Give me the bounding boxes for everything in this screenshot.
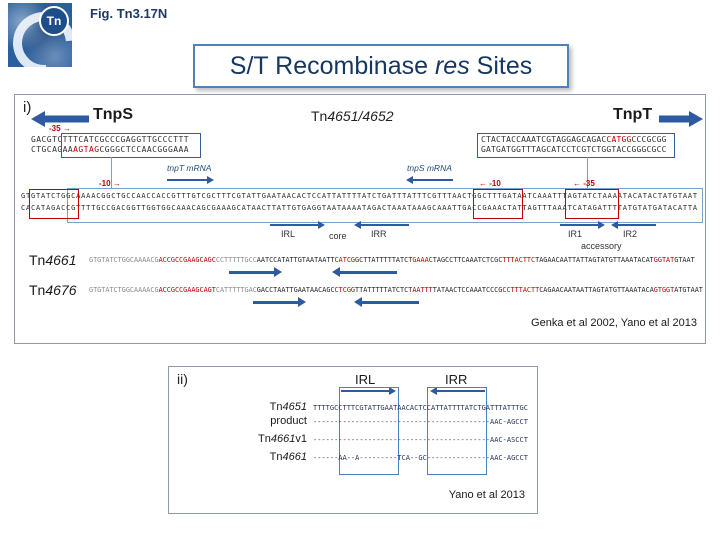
tn4661-seq: GTGTATCTGGCAAAACGACCGCCGAAGCAGCCCTTTTTGC… xyxy=(89,256,695,264)
irr-label: IRR xyxy=(371,229,387,239)
fig-label: Fig. Tn3.17N xyxy=(90,6,168,21)
minus10-right-label: ← -10 xyxy=(479,179,501,188)
irl-arrow-icon xyxy=(270,220,325,229)
minus35-right-label: ← -35 xyxy=(573,179,595,188)
panel-ii-irl-arrow-icon xyxy=(341,386,396,395)
tnps-mrna-arrow-icon xyxy=(406,175,453,184)
left-promoter-outline-box xyxy=(61,133,201,158)
redbox-minus10-right xyxy=(473,189,523,219)
tn4661-right-arrow-icon xyxy=(332,267,397,277)
right-promoter-outline-box xyxy=(477,133,675,158)
slide-title-box: S/T Recombinase res Sites xyxy=(193,44,569,88)
aln-seq-tn4661v1: ----------------------------------------… xyxy=(313,436,528,444)
main-seq-line1: GTGTATCTGGCAAAACGGCTGCCAACCACCGTTTGTCGCT… xyxy=(21,192,698,200)
panel-i-label: i) xyxy=(23,99,32,116)
logo-text: Tn xyxy=(46,14,62,28)
left-promoter-seq-line2: CTGCAGAAAGTAGCGGGCTCCAACGGGAAA xyxy=(31,145,190,154)
aln-name-tn4661v1: Tn4661v1 xyxy=(258,433,307,445)
right-promoter-seq-line1: CTACTACCAAATCGTAGGAGCAGACCATGGCCCGCGG xyxy=(481,135,667,144)
tn4661-name: Tn4661 xyxy=(29,252,77,268)
irl-label: IRL xyxy=(281,229,296,239)
aln-seq-product: ----------------------------------------… xyxy=(313,418,528,426)
aln-seq-tn4651: TTTTGCCTTTCGTATTGAATAACACTCCATTATTTTATCT… xyxy=(313,404,528,412)
tnpt-mrna-arrow-icon xyxy=(167,175,214,184)
aln-name-tn4651: Tn4651 xyxy=(269,401,307,413)
tn4676-right-arrow-icon xyxy=(354,297,419,307)
ir1-arrow-icon xyxy=(560,220,605,229)
tnps-mrna-label: tnpS mRNA xyxy=(407,163,452,173)
tnpt-gene-arrow-icon xyxy=(659,111,703,132)
tnpt-mrna-label: tnpT mRNA xyxy=(167,163,212,173)
aln-name-tn4661: Tn4661 xyxy=(269,451,307,463)
slide-title-res: res xyxy=(434,51,470,80)
tnpt-label: TnpT xyxy=(613,106,653,123)
panel-ii-irl-label: IRL xyxy=(355,372,376,387)
minus10-left-label: -10 → xyxy=(99,179,121,188)
tn-logo: Tn xyxy=(8,3,72,67)
right-connector-line xyxy=(587,157,588,189)
aln-seq-tn4661: ------AA--A---------TCA--GC-------------… xyxy=(313,454,528,462)
panel-ii-irr-label: IRR xyxy=(445,372,468,387)
irl-column-box xyxy=(339,387,399,475)
panel-i-citation: Genka et al 2002, Yano et al 2013 xyxy=(531,317,697,329)
redbox-minus10-left xyxy=(29,189,79,219)
ir1-label: IR1 xyxy=(568,229,583,239)
ir2-arrow-icon xyxy=(611,220,656,229)
tn4676-name: Tn4676 xyxy=(29,282,77,298)
tn4676-seq: GTGTATCTGGCAAAACGACCGCCGAAGCAGTCATTTTTGA… xyxy=(89,286,703,294)
main-seq-outline-box xyxy=(67,188,703,223)
minus35-left-label: -35 → xyxy=(49,124,71,133)
panel-ii-citation: Yano et al 2013 xyxy=(448,489,525,501)
logo-tn-circle-icon: Tn xyxy=(39,6,69,36)
redbox-minus35-right xyxy=(565,189,619,219)
tn4676-left-arrow-icon xyxy=(253,297,306,307)
tn4661-left-arrow-icon xyxy=(229,267,282,277)
tnps-label: TnpS xyxy=(93,106,133,123)
main-seq-line2: CACATAGACCGTTTTGCCGACGGTTGGTGGCAAACAGCGA… xyxy=(21,204,698,212)
right-promoter-seq-line2: GATGATGGTTTAGCATCCTCGTCTGGTACCGGGCGCC xyxy=(481,145,667,154)
ir2-label: IR2 xyxy=(623,229,638,239)
panel-ii: ii) IRL IRR Tn4651 TTTTGCCTTTCGTATTGAATA… xyxy=(168,366,538,514)
irr-arrow-icon xyxy=(354,220,409,229)
core-label: core xyxy=(329,231,347,241)
panel-i: i) TnpS Tn4651/4652 TnpT -35 → GACGTCTTT… xyxy=(14,94,706,344)
accessory-label: accessory xyxy=(581,241,622,251)
panel-ii-label: ii) xyxy=(177,371,188,387)
tnps-gene-arrow-icon xyxy=(31,111,89,132)
tn4651-4652-label: Tn4651/4652 xyxy=(311,108,394,124)
panel-ii-irr-arrow-icon xyxy=(430,386,485,395)
aln-name-product: product xyxy=(270,415,307,427)
left-promoter-seq-line1: GACGTCTTTCATCGCCCGAGGTTGCCCTTT xyxy=(31,135,189,144)
left-connector-line xyxy=(111,157,112,189)
slide-title-prefix: S/T Recombinase xyxy=(229,51,435,80)
irr-column-box xyxy=(427,387,487,475)
slide-title-suffix: Sites xyxy=(469,51,533,80)
